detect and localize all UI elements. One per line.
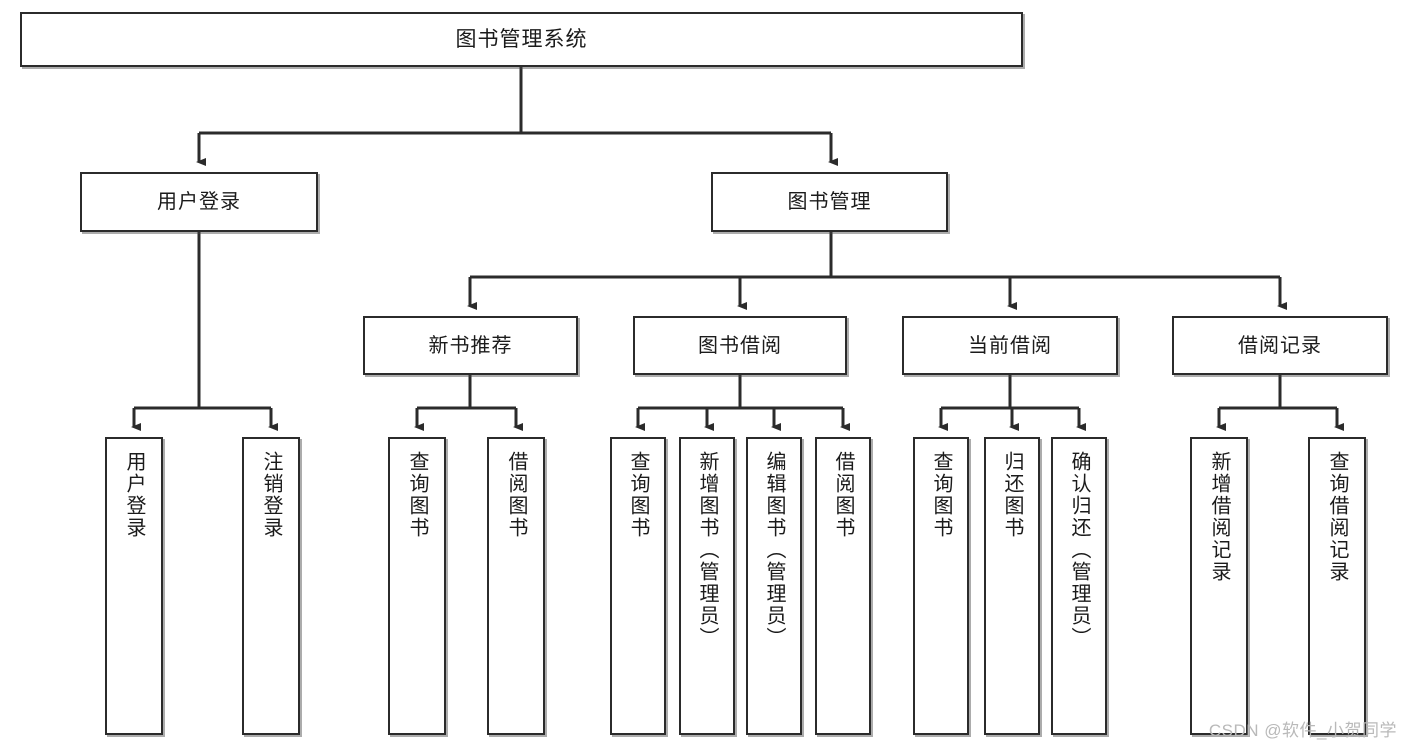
node-query-book-2[interactable]: 查询图书 bbox=[610, 437, 666, 735]
node-new-book-recommend[interactable]: 新书推荐 bbox=[363, 316, 578, 375]
node-query-book-1[interactable]: 查询图书 bbox=[388, 437, 446, 735]
node-edit-book-admin[interactable]: 编辑图书（管理员） bbox=[746, 437, 802, 735]
node-current-borrow[interactable]: 当前借阅 bbox=[902, 316, 1118, 375]
node-new-book-recommend-label: 新书推荐 bbox=[428, 334, 513, 357]
node-query-borrow-record-label: 查询借阅记录 bbox=[1326, 451, 1348, 583]
node-user-login-leaf[interactable]: 用户登录 bbox=[105, 437, 163, 735]
node-return-book[interactable]: 归还图书 bbox=[984, 437, 1040, 735]
node-add-book-admin-label: 新增图书（管理员） bbox=[696, 451, 718, 649]
node-user-login-leaf-label: 用户登录 bbox=[123, 451, 145, 539]
node-borrow-record-label: 借阅记录 bbox=[1238, 334, 1322, 357]
node-query-borrow-record[interactable]: 查询借阅记录 bbox=[1308, 437, 1366, 735]
node-confirm-return-admin-label: 确认归还（管理员） bbox=[1068, 451, 1090, 649]
node-add-borrow-record[interactable]: 新增借阅记录 bbox=[1190, 437, 1248, 735]
node-return-book-label: 归还图书 bbox=[1001, 451, 1023, 539]
node-borrow-record[interactable]: 借阅记录 bbox=[1172, 316, 1388, 375]
node-add-book-admin[interactable]: 新增图书（管理员） bbox=[679, 437, 735, 735]
node-query-book-3[interactable]: 查询图书 bbox=[913, 437, 969, 735]
node-add-borrow-record-label: 新增借阅记录 bbox=[1208, 451, 1230, 583]
node-confirm-return-admin[interactable]: 确认归还（管理员） bbox=[1051, 437, 1107, 735]
node-root-system[interactable]: 图书管理系统 bbox=[20, 12, 1023, 67]
node-user-logout-leaf[interactable]: 注销登录 bbox=[242, 437, 300, 735]
node-user-login[interactable]: 用户登录 bbox=[80, 172, 318, 232]
node-book-manage[interactable]: 图书管理 bbox=[711, 172, 948, 232]
node-user-login-label: 用户登录 bbox=[157, 191, 241, 213]
node-book-borrow[interactable]: 图书借阅 bbox=[633, 316, 847, 375]
node-borrow-book-1[interactable]: 借阅图书 bbox=[487, 437, 545, 735]
node-borrow-book-1-label: 借阅图书 bbox=[505, 451, 527, 539]
node-borrow-book-2-label: 借阅图书 bbox=[832, 451, 854, 539]
node-query-book-1-label: 查询图书 bbox=[406, 451, 428, 539]
node-edit-book-admin-label: 编辑图书（管理员） bbox=[763, 451, 785, 649]
node-query-book-3-label: 查询图书 bbox=[930, 451, 952, 539]
node-user-logout-leaf-label: 注销登录 bbox=[260, 451, 282, 539]
node-current-borrow-label: 当前借阅 bbox=[968, 334, 1052, 357]
node-book-manage-label: 图书管理 bbox=[787, 191, 872, 213]
node-borrow-book-2[interactable]: 借阅图书 bbox=[815, 437, 871, 735]
node-root-label: 图书管理系统 bbox=[455, 28, 588, 51]
node-query-book-2-label: 查询图书 bbox=[627, 451, 649, 539]
node-book-borrow-label: 图书借阅 bbox=[698, 334, 782, 357]
